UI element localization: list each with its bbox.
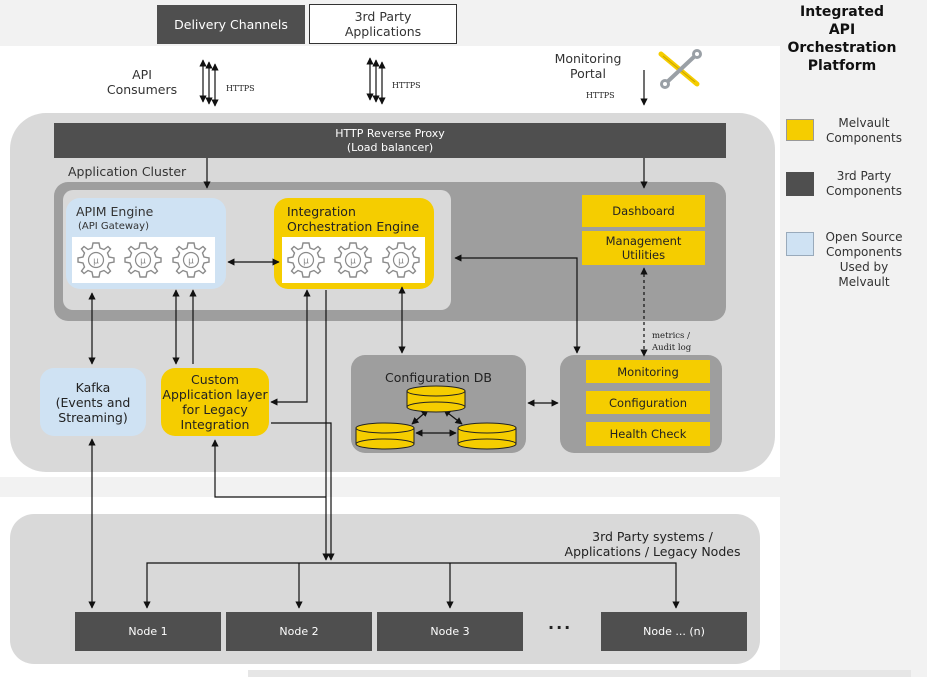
https-label-1: HTTPS bbox=[226, 84, 255, 93]
integration-gears-panel bbox=[282, 237, 425, 283]
custom-application-layer-box: Custom Application layer for Legacy Inte… bbox=[161, 368, 269, 436]
https-label-2: HTTPS bbox=[392, 81, 421, 90]
apim-gears-panel bbox=[72, 237, 215, 283]
management-utilities-box: Management Utilities bbox=[582, 231, 705, 265]
health-check-box: Health Check bbox=[586, 422, 710, 446]
tools-icon bbox=[658, 49, 702, 89]
reverse-proxy-label: HTTP Reverse Proxy (Load balancer) bbox=[335, 126, 445, 154]
configuration-label: Configuration bbox=[609, 395, 687, 410]
node-3: Node 3 bbox=[377, 612, 523, 651]
dashboard-label: Dashboard bbox=[612, 204, 675, 218]
https-label-3: HTTPS bbox=[586, 91, 615, 100]
legend-third-party-swatch bbox=[786, 172, 814, 196]
api-consumers-label: API Consumers bbox=[106, 67, 178, 97]
management-utilities-label: Management Utilities bbox=[605, 234, 682, 262]
monitoring-portal-label: Monitoring Portal bbox=[554, 51, 622, 81]
platform-title: Integrated API Orchestration Platform bbox=[787, 4, 897, 74]
dashboard-box: Dashboard bbox=[582, 195, 705, 227]
legend-open-source-label: Open Source Components Used by Melvault bbox=[825, 230, 903, 289]
apim-engine-subtitle: (API Gateway) bbox=[78, 221, 149, 232]
integration-engine-title: Integration Orchestration Engine bbox=[287, 204, 420, 234]
node-3-label: Node 3 bbox=[430, 624, 470, 638]
kafka-box: Kafka (Events and Streaming) bbox=[40, 368, 146, 436]
configuration-box: Configuration bbox=[586, 391, 710, 414]
middle-band bbox=[0, 477, 780, 497]
kafka-label: Kafka (Events and Streaming) bbox=[55, 379, 131, 425]
delivery-channels-label: Delivery Channels bbox=[174, 16, 288, 32]
third-party-apps-label: 3rd Party Applications bbox=[344, 9, 422, 39]
node-1-label: Node 1 bbox=[128, 624, 168, 638]
metrics-audit-label: metrics / Audit log bbox=[652, 331, 692, 353]
custom-application-layer-label: Custom Application layer for Legacy Inte… bbox=[162, 372, 268, 432]
node-2: Node 2 bbox=[226, 612, 372, 651]
gear-icon bbox=[124, 242, 163, 278]
sidebar-band bbox=[780, 0, 927, 677]
delivery-channels-box: Delivery Channels bbox=[157, 5, 305, 44]
health-check-label: Health Check bbox=[609, 427, 687, 441]
gear-icon bbox=[172, 242, 210, 278]
node-n: Node ... (n) bbox=[601, 612, 747, 651]
node-n-label: Node ... (n) bbox=[643, 624, 705, 638]
legend-melvault-swatch bbox=[786, 119, 814, 141]
nodes-ellipsis: ... bbox=[548, 614, 573, 633]
third-party-apps-box: 3rd Party Applications bbox=[309, 4, 457, 44]
third-party-systems-label: 3rd Party systems / Applications / Legac… bbox=[564, 529, 741, 559]
gear-icon bbox=[382, 242, 420, 278]
node-1: Node 1 bbox=[75, 612, 221, 651]
node-2-label: Node 2 bbox=[279, 624, 319, 638]
reverse-proxy-bar: HTTP Reverse Proxy (Load balancer) bbox=[54, 123, 726, 158]
apim-engine-title: APIM Engine bbox=[76, 204, 154, 219]
gear-icon bbox=[287, 242, 325, 278]
monitoring-label: Monitoring bbox=[617, 364, 679, 379]
gear-icon bbox=[77, 242, 115, 278]
gear-icon bbox=[334, 242, 373, 278]
configuration-db-label: Configuration DB bbox=[385, 370, 492, 385]
legend-open-source-swatch bbox=[786, 232, 814, 256]
application-cluster-label: Application Cluster bbox=[68, 164, 187, 179]
legend-third-party-label: 3rd Party Components bbox=[826, 169, 902, 198]
monitoring-box: Monitoring bbox=[586, 360, 710, 383]
legend-melvault-label: Melvault Components bbox=[826, 116, 902, 145]
bottom-band bbox=[248, 670, 911, 677]
